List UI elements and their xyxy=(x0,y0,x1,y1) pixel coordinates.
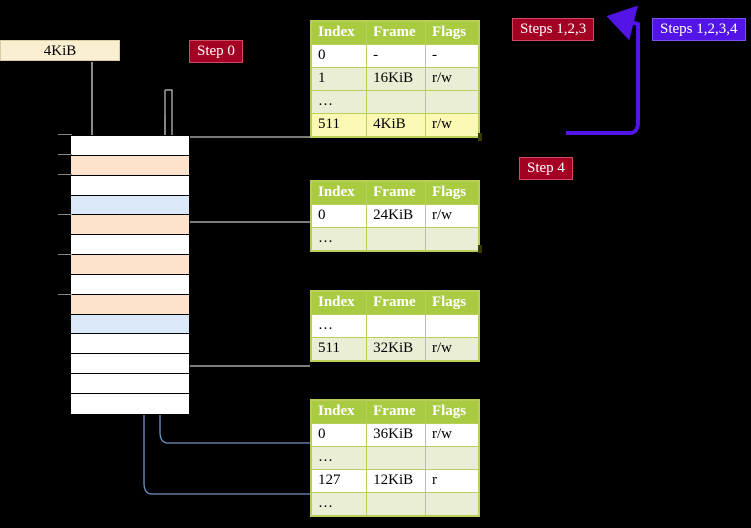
table-cell: r/w xyxy=(424,204,480,228)
table-row: … xyxy=(310,227,480,251)
table-cell: 4KiB xyxy=(366,113,426,137)
table-row: 0-- xyxy=(310,44,480,68)
memory-row xyxy=(71,314,189,335)
table-right-nub xyxy=(478,245,482,253)
table-cell xyxy=(366,446,426,470)
table-row: … xyxy=(310,314,480,338)
column-header: Frame xyxy=(366,291,426,315)
table-cell: 511 xyxy=(310,337,368,361)
table-cell xyxy=(424,492,480,516)
table-cell: 32KiB xyxy=(366,337,426,361)
table-cell: 12KiB xyxy=(366,469,426,493)
badge-step-0: Step 0 xyxy=(189,40,243,63)
column-header: Frame xyxy=(366,181,426,205)
table-cell: 0 xyxy=(310,44,368,68)
table-cell: - xyxy=(366,44,426,68)
memory-row xyxy=(71,235,189,256)
table-cell: … xyxy=(310,90,368,114)
memory-row xyxy=(71,334,189,355)
column-header: Frame xyxy=(366,400,426,424)
table-right-nub xyxy=(478,133,482,141)
memory-row xyxy=(71,354,189,375)
column-header: Flags xyxy=(424,181,480,205)
table-cell: … xyxy=(310,314,368,338)
memory-tick xyxy=(58,294,72,295)
badge-step-0-label: Step 0 xyxy=(197,43,235,59)
table-cell xyxy=(366,227,426,251)
size-box-4kib: 4KiB xyxy=(0,40,120,61)
memory-tick xyxy=(58,214,72,215)
table-cell: 1 xyxy=(310,67,368,91)
column-header: Index xyxy=(310,181,368,205)
memory-row xyxy=(71,374,189,394)
table-cell: … xyxy=(310,492,368,516)
table-cell xyxy=(424,446,480,470)
column-header: Frame xyxy=(366,21,426,45)
memory-tick xyxy=(58,134,72,135)
table-cell xyxy=(366,492,426,516)
table-cell: 127 xyxy=(310,469,368,493)
memory-tick xyxy=(58,154,72,155)
table-cell xyxy=(424,90,480,114)
table-cell: 511 xyxy=(310,113,368,137)
table-cell: - xyxy=(424,44,480,68)
table-cell: r/w xyxy=(424,67,480,91)
column-header: Flags xyxy=(424,400,480,424)
memory-row xyxy=(71,274,189,295)
table-cell: 0 xyxy=(310,204,368,228)
memory-row xyxy=(71,155,189,176)
badge-step-4: Step 4 xyxy=(519,157,573,180)
memory-tick xyxy=(58,254,72,255)
memory-row xyxy=(71,195,189,216)
table-cell: r/w xyxy=(424,423,480,447)
table-cell: … xyxy=(310,227,368,251)
column-header: Flags xyxy=(424,21,480,45)
memory-row xyxy=(71,175,189,196)
table-cell xyxy=(366,314,426,338)
size-box-label: 4KiB xyxy=(43,43,77,59)
column-header: Index xyxy=(310,21,368,45)
column-header: Index xyxy=(310,400,368,424)
memory-row xyxy=(71,294,189,315)
column-header: Flags xyxy=(424,291,480,315)
table-row: … xyxy=(310,90,480,114)
badge-step-4-label: Step 4 xyxy=(527,160,565,176)
memory-row xyxy=(71,255,189,275)
table-cell: 16KiB xyxy=(366,67,426,91)
table-cell xyxy=(424,227,480,251)
memory-row xyxy=(71,215,189,236)
table-row: … xyxy=(310,492,480,516)
badge-steps-123: Steps 1,2,3 xyxy=(512,18,595,41)
table-cell: r xyxy=(424,469,480,493)
badge-steps-123-label: Steps 1,2,3 xyxy=(520,21,587,37)
memory-row xyxy=(71,136,189,156)
memory-column xyxy=(70,135,190,415)
table-cell xyxy=(424,314,480,338)
badge-steps-1234: Steps 1,2,3,4 xyxy=(652,18,746,41)
wire-pml4-to-memory xyxy=(165,89,310,138)
table-cell: 36KiB xyxy=(366,423,426,447)
memory-tick xyxy=(58,174,72,175)
memory-row xyxy=(71,393,189,414)
table-row: … xyxy=(310,446,480,470)
table-cell: … xyxy=(310,446,368,470)
badge-steps-1234-label: Steps 1,2,3,4 xyxy=(660,21,738,37)
table-cell: r/w xyxy=(424,337,480,361)
table-cell: 24KiB xyxy=(366,204,426,228)
table-cell: 0 xyxy=(310,423,368,447)
table-cell xyxy=(366,90,426,114)
table-cell: r/w xyxy=(424,113,480,137)
column-header: Index xyxy=(310,291,368,315)
